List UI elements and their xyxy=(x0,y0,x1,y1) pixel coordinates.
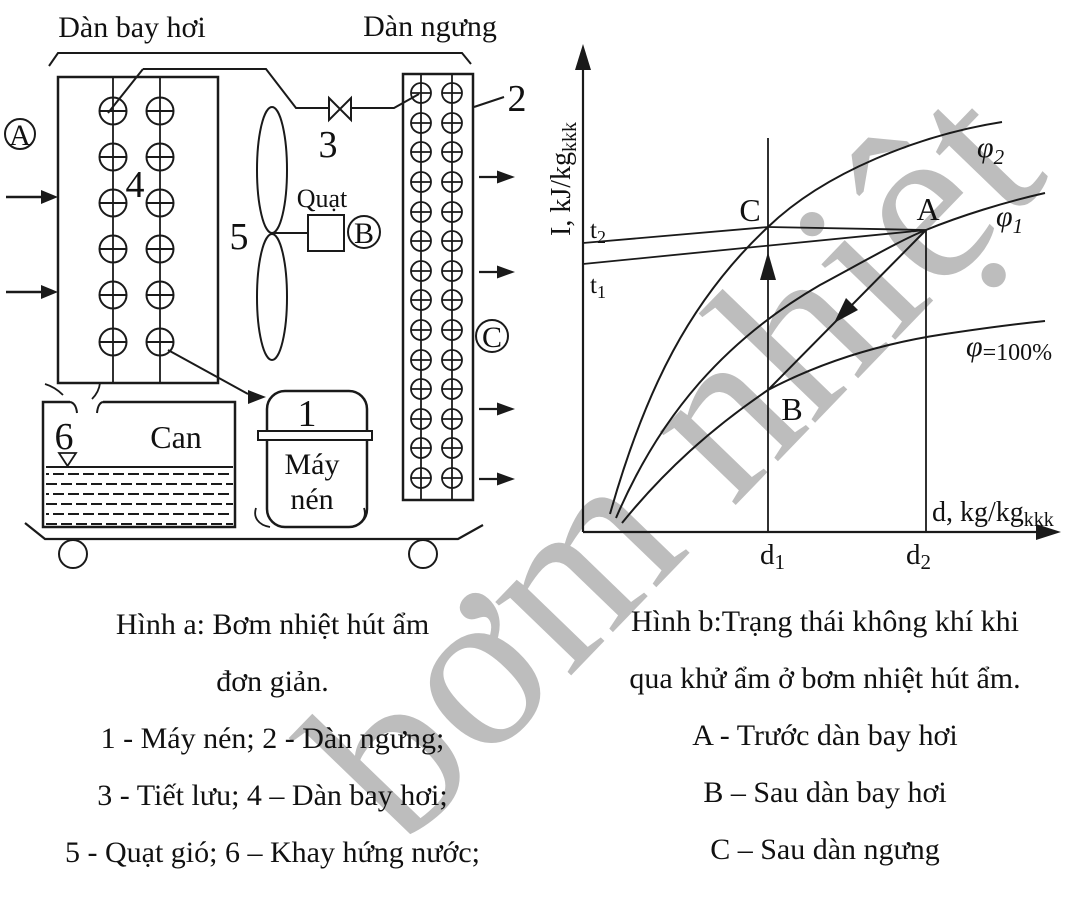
fan xyxy=(256,106,381,361)
label-2-leader-line xyxy=(473,96,505,108)
process-b-to-c-arrowhead xyxy=(760,252,776,280)
x-axis-label: d, kg/kgkkk xyxy=(932,497,1054,531)
drip-guide-right xyxy=(91,382,101,400)
caption-b-line-5: C – Sau dàn ngưng xyxy=(710,833,940,866)
fan-motor-box xyxy=(307,214,345,252)
label-5-fan: 5 xyxy=(230,216,249,258)
drip-guide-left xyxy=(44,383,64,396)
psychrometric-chart: I, kJ/kgkkk d, kg/kgkkk t2 t1 C A B φ2 φ… xyxy=(546,44,1061,574)
compressor-label-line2: nén xyxy=(290,483,333,516)
point-c-label: C xyxy=(739,192,760,228)
phi100-label: φ=100% xyxy=(966,330,1052,366)
caption-figure-a: Hình a: Bơm nhiệt hút ẩm đơn giản. 1 - M… xyxy=(25,596,520,881)
air-state-c-marker xyxy=(475,319,509,353)
title-bracket-line xyxy=(48,52,472,67)
evaporator-coil xyxy=(56,68,220,385)
phi2-curve xyxy=(609,121,1003,515)
air-state-b-marker xyxy=(347,215,381,249)
point-b-label: B xyxy=(781,391,802,427)
label-6-tray: 6 xyxy=(55,416,74,458)
condenser-coil xyxy=(401,72,509,502)
base-platform xyxy=(24,522,484,569)
fan-label: Quạt xyxy=(297,184,348,213)
caption-figure-b: Hình b:Trạng thái không khí khi qua khử … xyxy=(570,593,1080,878)
y-axis-arrowhead xyxy=(575,44,591,70)
fan-blade-top-icon xyxy=(256,106,288,234)
air-state-b-letter: B xyxy=(354,217,374,250)
point-a-label: A xyxy=(916,191,939,227)
compressor xyxy=(254,389,373,529)
tick-d1-label: d1 xyxy=(760,539,785,574)
evaporator-title: Dàn bay hơi xyxy=(58,11,206,44)
suction-pipe-arrowhead xyxy=(248,390,266,404)
x-axis-arrowhead xyxy=(1036,524,1061,540)
isotherm-t1-line xyxy=(582,229,927,265)
phi2-label: φ2 xyxy=(977,131,1005,169)
expansion-valve-icon xyxy=(328,95,352,123)
caption-a-line-5: 5 - Quạt gió; 6 – Khay hứng nước; xyxy=(65,836,480,869)
outlet-air-arrowheads xyxy=(497,170,515,486)
air-state-a-letter: A xyxy=(9,119,31,152)
caption-b-line-2: qua khử ẩm ở bơm nhiệt hút ẩm. xyxy=(629,662,1021,695)
label-3-valve: 3 xyxy=(319,124,338,166)
caption-b-line-1: Hình b:Trạng thái không khí khi xyxy=(630,605,1020,638)
tray-label: Can xyxy=(150,419,202,455)
caption-a-line-1: Hình a: Bơm nhiệt hút ẩm xyxy=(115,608,430,641)
label-2-condenser: 2 xyxy=(508,78,527,120)
wheel-left-icon xyxy=(58,539,88,569)
condenser-title: Dàn ngưng xyxy=(363,10,497,43)
phi1-label: φ1 xyxy=(996,200,1023,238)
water-tray xyxy=(41,382,237,529)
water-level-icon xyxy=(57,452,78,468)
inlet-air-arrowheads xyxy=(41,190,58,299)
isotherm-t2-label: t2 xyxy=(590,217,606,247)
phi1-curve xyxy=(615,192,1046,519)
caption-a-line-4: 3 - Tiết lưu; 4 – Dàn bay hơi; xyxy=(97,779,448,812)
wheel-right-icon xyxy=(408,539,438,569)
isotherm-t2-line xyxy=(582,226,769,244)
caption-b-line-3: A - Trước dàn bay hơi xyxy=(692,719,958,752)
refrigerant-pipe xyxy=(143,68,420,123)
label-1-compressor: 1 xyxy=(298,393,317,435)
compressor-label-line1: Máy xyxy=(285,448,340,481)
evaporator-coil-circles xyxy=(98,96,175,357)
caption-a-line-3: 1 - Máy nén; 2 - Dàn ngưng; xyxy=(100,722,445,755)
air-state-a-marker xyxy=(4,118,36,150)
water-fill xyxy=(46,467,233,525)
suction-pipe xyxy=(167,349,249,395)
phi100-saturation-curve xyxy=(621,320,1046,524)
isotherm-t1-label: t1 xyxy=(590,272,606,302)
outlet-air-arrows xyxy=(479,175,498,481)
y-axis-label: I, kJ/kgkkk xyxy=(546,122,581,236)
condenser-coil-circles xyxy=(410,82,463,489)
caption-b-line-4: B – Sau dàn bay hơi xyxy=(703,776,947,809)
tick-d2-label: d2 xyxy=(906,539,931,574)
caption-a-line-2: đơn giản. xyxy=(216,665,329,698)
label-4-evaporator: 4 xyxy=(126,164,145,206)
inlet-air-arrows xyxy=(6,195,42,294)
segment-c-a xyxy=(767,226,927,231)
process-a-to-b-arrowhead xyxy=(834,298,858,323)
schematic-heat-pump-dehumidifier: Dàn bay hơi Dàn ngưng A B C 4 3 2 5 Quạt… xyxy=(4,10,527,569)
air-state-c-letter: C xyxy=(482,321,502,354)
fan-blade-bottom-icon xyxy=(256,233,288,361)
